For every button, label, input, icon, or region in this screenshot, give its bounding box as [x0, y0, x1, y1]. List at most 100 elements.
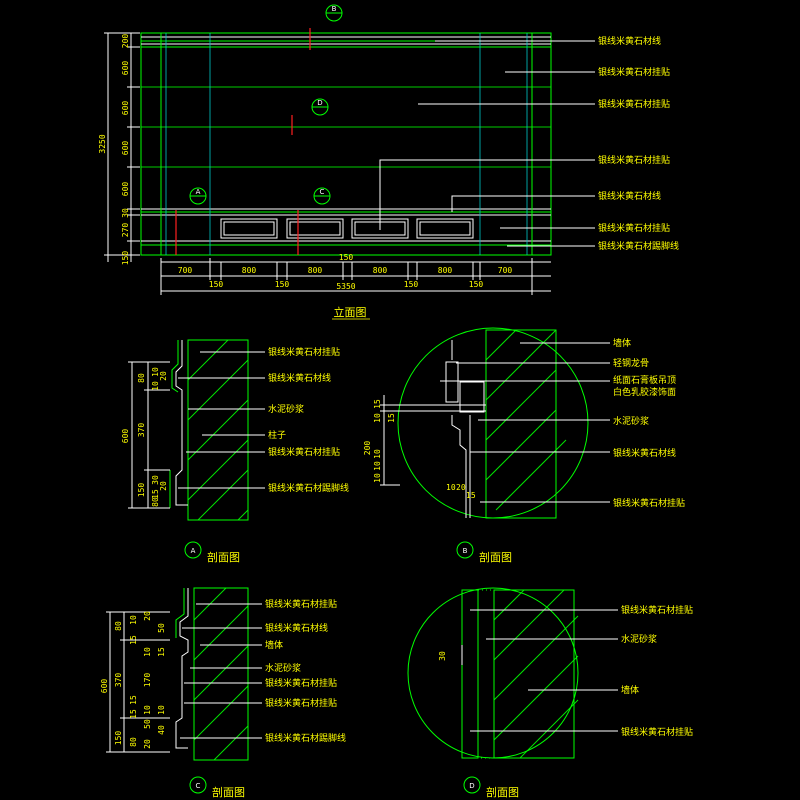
svg-text:150: 150	[469, 280, 484, 289]
section-b-labels: 墙体 轻钢龙骨 纸面石膏板吊顶 白色乳胶漆饰面 水泥砂浆 银线米黄石材线 银线米…	[613, 337, 685, 509]
svg-text:200: 200	[121, 34, 130, 49]
section-d-labels: 银线米黄石材挂贴 水泥砂浆 墙体 银线米黄石材挂贴	[621, 604, 693, 738]
section-b-dimensions	[380, 395, 400, 486]
svg-text:600: 600	[121, 101, 130, 116]
svg-text:20: 20	[143, 739, 152, 749]
section-d-bubble: D	[463, 776, 481, 794]
section-a-title: 剖面图	[207, 550, 240, 564]
svg-text:20: 20	[143, 611, 152, 621]
svg-text:银线米黄石材挂贴: 银线米黄石材挂贴	[265, 697, 337, 709]
svg-text:银线米黄石材踢脚线: 银线米黄石材踢脚线	[268, 482, 349, 494]
svg-text:80: 80	[151, 497, 160, 507]
svg-text:银线米黄石材挂贴: 银线米黄石材挂贴	[621, 726, 693, 738]
svg-text:水泥砂浆: 水泥砂浆	[268, 403, 304, 415]
svg-text:10: 10	[446, 483, 456, 492]
svg-text:10: 10	[157, 705, 166, 715]
wainscot-panels	[220, 218, 474, 239]
section-c-bubble: C	[189, 776, 207, 794]
svg-text:15: 15	[151, 489, 160, 499]
svg-text:10: 10	[151, 367, 160, 377]
section-b-drawing: 墙体 轻钢龙骨 纸面石膏板吊顶 白色乳胶漆饰面 水泥砂浆 银线米黄石材线 银线米…	[363, 327, 685, 564]
svg-text:D: D	[469, 782, 474, 790]
svg-text:80: 80	[129, 737, 138, 747]
section-c-dimensions	[106, 611, 170, 753]
svg-text:10: 10	[373, 449, 382, 459]
section-d-title: 剖面图	[486, 785, 519, 799]
svg-text:银线米黄石材挂贴: 银线米黄石材挂贴	[598, 66, 670, 78]
section-d-drawing: 银线米黄石材挂贴 水泥砂浆 墙体 银线米黄石材挂贴 30 D 剖面图	[407, 587, 693, 799]
section-c-title: 剖面图	[212, 785, 245, 799]
elevation-title: 立面图	[334, 305, 367, 319]
svg-text:800: 800	[373, 266, 388, 275]
svg-text:10: 10	[143, 705, 152, 715]
svg-text:200: 200	[363, 441, 372, 456]
svg-text:20: 20	[159, 371, 168, 381]
elevation-drawing: B D A C 银线米黄石材线 银线米黄石材挂	[98, 4, 679, 320]
svg-text:银线米黄石材线: 银线米黄石材线	[598, 35, 661, 47]
svg-text:银线米黄石材挂贴: 银线米黄石材挂贴	[598, 222, 670, 234]
svg-text:800: 800	[308, 266, 323, 275]
section-bubble-c: C	[313, 187, 331, 205]
svg-text:银线米黄石材挂贴: 银线米黄石材挂贴	[268, 446, 340, 458]
svg-text:10: 10	[373, 461, 382, 471]
svg-text:270: 270	[121, 223, 130, 238]
svg-text:银线米黄石材挂贴: 银线米黄石材挂贴	[598, 154, 670, 166]
svg-text:150: 150	[275, 280, 290, 289]
svg-text:银线米黄石材线: 银线米黄石材线	[268, 372, 331, 384]
section-b-bubble: B	[456, 541, 474, 559]
svg-text:50: 50	[143, 719, 152, 729]
svg-text:水泥砂浆: 水泥砂浆	[621, 633, 657, 645]
svg-text:银线米黄石材线: 银线米黄石材线	[265, 622, 328, 634]
svg-text:600: 600	[121, 61, 130, 76]
svg-text:15: 15	[129, 635, 138, 645]
elevation-leaders	[379, 40, 595, 247]
svg-text:墙体: 墙体	[621, 684, 639, 696]
svg-text:80: 80	[114, 621, 123, 631]
svg-text:10: 10	[143, 647, 152, 657]
svg-text:700: 700	[178, 266, 193, 275]
svg-text:40: 40	[157, 725, 166, 735]
svg-text:600: 600	[121, 141, 130, 156]
svg-text:700: 700	[498, 266, 513, 275]
svg-text:纸面石膏板吊顶: 纸面石膏板吊顶	[613, 374, 676, 386]
section-b-title: 剖面图	[479, 550, 512, 564]
svg-text:170: 170	[143, 673, 152, 688]
svg-text:10: 10	[373, 473, 382, 483]
svg-text:B: B	[332, 5, 337, 13]
section-c-drawing: 银线米黄石材挂贴 银线米黄石材线 墙体 水泥砂浆 银线米黄石材挂贴 银线米黄石材…	[100, 587, 346, 799]
svg-text:轻钢龙骨: 轻钢龙骨	[613, 357, 649, 369]
svg-text:A: A	[196, 188, 201, 196]
svg-text:370: 370	[137, 423, 146, 438]
svg-text:50: 50	[157, 623, 166, 633]
svg-text:150: 150	[137, 483, 146, 498]
section-d-leaders	[470, 609, 618, 732]
section-c-leaders	[180, 603, 262, 739]
svg-text:15: 15	[129, 709, 138, 719]
elevation-labels: 银线米黄石材线 银线米黄石材挂贴 银线米黄石材挂贴 银线米黄石材挂贴 银线米黄石…	[598, 35, 679, 252]
svg-text:银线米黄石材挂贴: 银线米黄石材挂贴	[265, 677, 337, 689]
svg-text:B: B	[463, 547, 468, 555]
section-c-labels: 银线米黄石材挂贴 银线米黄石材线 墙体 水泥砂浆 银线米黄石材挂贴 银线米黄石材…	[265, 598, 346, 744]
svg-text:80: 80	[137, 373, 146, 383]
svg-text:C: C	[320, 188, 325, 196]
svg-text:水泥砂浆: 水泥砂浆	[613, 415, 649, 427]
svg-text:C: C	[196, 782, 201, 790]
svg-text:银线米黄石材挂贴: 银线米黄石材挂贴	[621, 604, 693, 616]
section-bubble-a: A	[189, 187, 207, 205]
svg-text:银线米黄石材线: 银线米黄石材线	[598, 190, 661, 202]
svg-text:银线米黄石材挂贴: 银线米黄石材挂贴	[265, 598, 337, 610]
svg-text:15: 15	[387, 413, 396, 423]
elevation-bottom-dimensions: 700 800 800 800 800 700 150 150 150 150 …	[160, 253, 551, 295]
svg-text:150: 150	[114, 731, 123, 746]
section-a-labels: 银线米黄石材挂贴 银线米黄石材线 水泥砂浆 柱子 银线米黄石材挂贴 银线米黄石材…	[268, 346, 349, 494]
svg-text:15: 15	[157, 647, 166, 657]
svg-text:D: D	[317, 99, 322, 107]
section-b-leaders	[440, 342, 610, 503]
svg-text:墙体: 墙体	[613, 337, 631, 349]
svg-text:银线米黄石材挂贴: 银线米黄石材挂贴	[268, 346, 340, 358]
svg-text:3250: 3250	[98, 134, 107, 153]
svg-text:600: 600	[100, 679, 109, 694]
svg-text:30: 30	[151, 475, 160, 485]
svg-text:水泥砂浆: 水泥砂浆	[265, 662, 301, 674]
svg-text:30: 30	[121, 208, 130, 218]
